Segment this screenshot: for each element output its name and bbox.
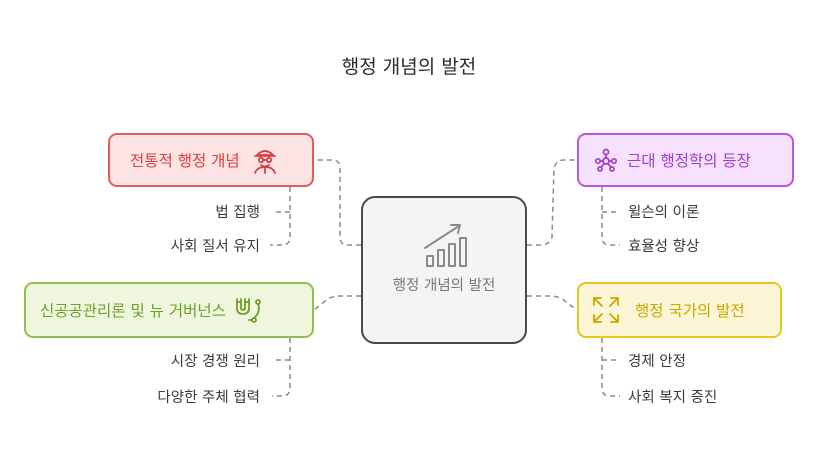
node-modern-label: 근대 행정학의 등장	[627, 152, 751, 170]
node-traditional-label: 전통적 행정 개념	[130, 152, 240, 170]
center-label: 행정 개념의 발전	[392, 278, 496, 294]
state-item-2: 사회 복지 증진	[628, 390, 718, 406]
modern-item-1: 윌슨의 이론	[628, 205, 700, 221]
traditional-item-2: 사회 질서 유지	[170, 239, 260, 255]
growth-chart-icon	[424, 224, 467, 267]
connector-modern-items	[601, 187, 620, 246]
connector-state-items	[601, 338, 620, 397]
connector-center-traditional	[314, 159, 361, 246]
modern-item-2: 효율성 향상	[628, 239, 700, 255]
center-node[interactable]: 행정 개념의 발전	[361, 196, 527, 344]
traditional-item-1: 법 집행	[215, 205, 260, 221]
connector-npm-items	[272, 338, 291, 397]
network-people-icon	[593, 147, 619, 173]
npm-item-1: 시장 경쟁 원리	[170, 354, 260, 370]
official-person-icon	[252, 146, 278, 174]
magnet-connection-icon	[234, 296, 264, 324]
state-item-1: 경제 안정	[628, 354, 686, 370]
node-new-public-management[interactable]: 신공공관리론 및 뉴 거버넌스	[24, 282, 314, 338]
connector-center-state	[527, 295, 578, 311]
connector-traditional-items	[270, 187, 291, 246]
node-npm-label: 신공공관리론 및 뉴 거버넌스	[40, 302, 226, 320]
node-state-label: 행정 국가의 발전	[635, 302, 745, 320]
connector-center-npm	[313, 295, 361, 311]
expand-arrows-icon	[591, 295, 621, 325]
node-traditional-concept[interactable]: 전통적 행정 개념	[108, 133, 314, 187]
diagram-title: 행정 개념의 발전	[341, 56, 477, 78]
npm-item-2: 다양한 주체 협력	[157, 390, 260, 406]
node-modern-administration[interactable]: 근대 행정학의 등장	[577, 133, 794, 187]
node-administrative-state[interactable]: 행정 국가의 발전	[577, 282, 782, 338]
connector-center-modern	[527, 159, 577, 246]
